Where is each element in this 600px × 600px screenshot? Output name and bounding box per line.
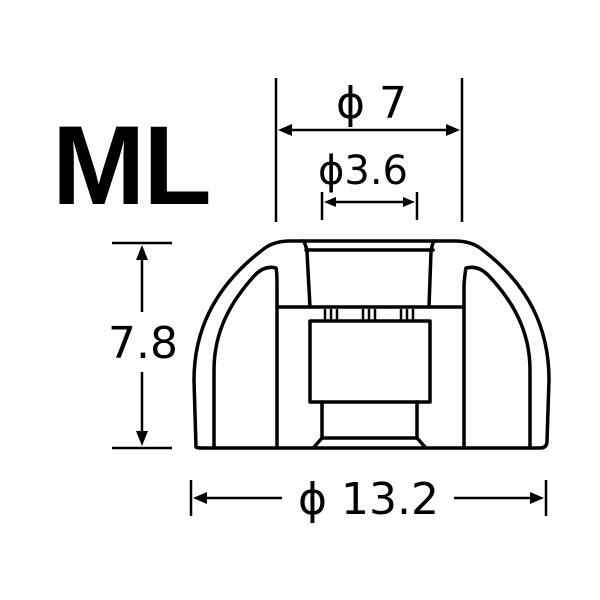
size-label: ML (52, 103, 210, 228)
arrow-down-icon (136, 431, 148, 446)
stem-chamfer-left (312, 436, 324, 449)
outer-diameter-label: ϕ 7 (336, 78, 407, 129)
bore-diameter-dimension: ϕ3.6 (318, 148, 419, 220)
arrow-right-icon (530, 492, 544, 504)
core-block (308, 319, 432, 404)
height-label: 7.8 (108, 318, 178, 369)
stem-chamfer-right (415, 436, 427, 449)
arrow-right-icon (446, 124, 460, 136)
left-flange (212, 265, 279, 449)
base-diameter-dimension: ϕ 13.2 (189, 474, 548, 525)
bore-diameter-label: ϕ3.6 (318, 148, 408, 194)
right-flange (462, 265, 532, 449)
nozzle-right-wall (427, 239, 436, 309)
nozzle-left-wall (301, 239, 312, 309)
base-diameter-label: ϕ 13.2 (298, 474, 439, 525)
outer-shell (192, 239, 551, 450)
height-dimension: 7.8 (108, 241, 178, 450)
ribs (323, 309, 415, 320)
arrow-right-icon (403, 197, 415, 207)
arrow-up-icon (136, 245, 148, 260)
arrow-left-icon (193, 492, 207, 504)
eartip-body (192, 239, 551, 450)
outer-diameter-dimension: ϕ 7 (274, 78, 464, 222)
arrow-left-icon (324, 197, 336, 207)
arrow-left-icon (278, 124, 292, 136)
